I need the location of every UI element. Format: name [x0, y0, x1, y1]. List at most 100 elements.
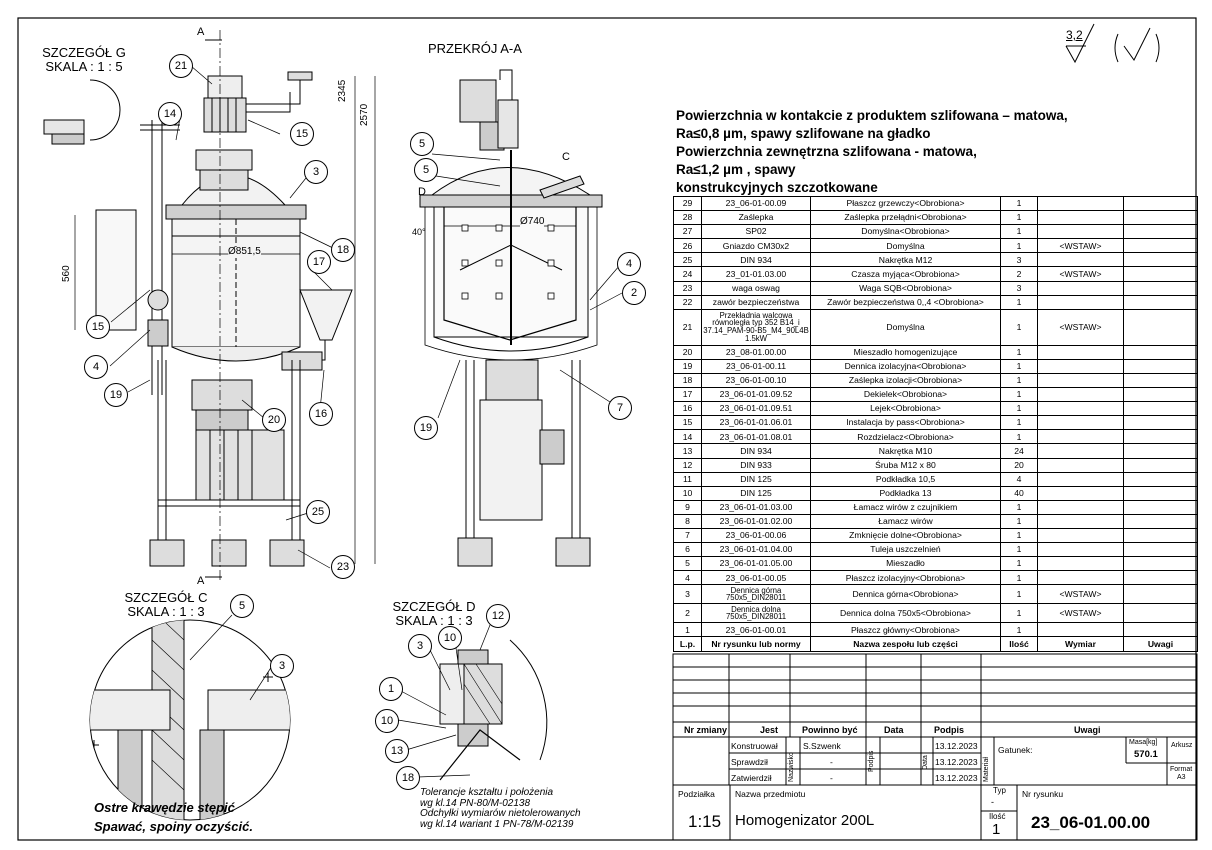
bom-cell — [1123, 252, 1198, 268]
bom-cell: 1 — [673, 622, 702, 638]
nr-rysunku-value: 23_06-01.00.00 — [1031, 813, 1151, 832]
bom-cell — [1123, 224, 1198, 240]
bom-cell: 23_08-01.00.00 — [701, 344, 811, 360]
bom-cell: 1 — [1000, 499, 1038, 515]
bom-cell: 28 — [673, 210, 702, 226]
bom-cell — [1037, 344, 1124, 360]
bom-cell: 1 — [1000, 527, 1038, 544]
bom-cell: Łamacz wirów z czujnikiem — [810, 499, 1001, 515]
balloon: 18 — [331, 238, 355, 262]
balloon: 18 — [396, 766, 420, 790]
date-value: 13.12.2023 — [935, 757, 978, 767]
bom-cell: 23_06-01-01.08.01 — [701, 429, 811, 445]
nr-rysunku-label: Nr rysunku — [1022, 789, 1064, 799]
bom-cell: 1 — [1000, 603, 1038, 624]
tolerance-line: wg kl.14 PN-80/M-02138 — [420, 797, 531, 809]
bom-cell: 1 — [1000, 556, 1038, 572]
bom-cell: Domyślna — [810, 238, 1001, 254]
ilosc-value: 1 — [992, 821, 1001, 838]
bom-header: L.p. — [673, 636, 702, 653]
format-value: A3 — [1177, 774, 1186, 781]
bom-cell: SP02 — [701, 224, 811, 240]
bom-cell — [1037, 280, 1124, 296]
bom-cell: Rozdzielacz<Obrobiona> — [810, 429, 1001, 445]
bom-cell — [1123, 513, 1198, 529]
bom-cell — [1123, 210, 1198, 226]
tolerance-line: Odchyłki wymiarów nietolerowanych — [420, 808, 581, 819]
bom-cell: Dennica dolna 750x5<Obrobiona> — [810, 603, 1001, 624]
bom-cell: 12 — [673, 457, 702, 473]
bom-cell — [1037, 294, 1124, 310]
bom-cell: 20 — [1000, 457, 1038, 473]
balloon: 10 — [375, 709, 399, 733]
tolerance-notes: Tolerancje kształtu i położenia wg kl.14… — [420, 787, 581, 830]
bom-cell: waga oswag — [701, 280, 811, 296]
note-line: Powierzchnia w kontakcie z produktem szl… — [676, 108, 1068, 123]
bom-cell — [1123, 344, 1198, 360]
balloon: 2 — [622, 281, 646, 305]
bom-cell: 1 — [1000, 415, 1038, 431]
name-value: - — [830, 773, 833, 783]
bom-cell: Dekielek<Obrobiona> — [810, 387, 1001, 403]
bom-cell — [1123, 308, 1198, 346]
nazwa-value: Homogenizator 200L — [735, 812, 875, 829]
bom-cell: 21 — [673, 308, 702, 346]
bom-cell: 23_06-01-00.01 — [701, 622, 811, 638]
typ-value: - — [991, 797, 994, 807]
bom-cell: 1 — [1000, 195, 1038, 212]
bom-cell — [1037, 401, 1124, 417]
bom-cell: 1 — [1000, 372, 1038, 389]
bom-cell: Śruba M12 x 80 — [810, 457, 1001, 473]
balloon: 1 — [379, 677, 403, 701]
dimension-dia-740: Ø740 — [520, 216, 545, 228]
bom-cell: Nakrętka M12 — [810, 252, 1001, 268]
podzialka-label: Podziałka — [678, 789, 715, 799]
bom-cell: 18 — [673, 372, 702, 389]
bom-cell: Podkładka 10,5 — [810, 471, 1001, 487]
bom-cell: 16 — [673, 401, 702, 417]
bom-cell — [1123, 195, 1198, 212]
bom-cell: Płaszcz grzewczy<Obrobiona> — [810, 195, 1001, 212]
bom-cell: 23_06-01-01.09.51 — [701, 401, 811, 417]
bom-cell: 23_01-01.03.00 — [701, 266, 811, 282]
bom-cell — [1123, 372, 1198, 389]
detail-g-scale: SKALA : 1 : 5 — [45, 58, 123, 74]
bom-cell: Nakrętka M10 — [810, 443, 1001, 459]
bom-cell: 23 — [673, 280, 702, 296]
bom-cell: 1 — [1000, 584, 1038, 605]
bom-cell: 20 — [673, 344, 702, 360]
balloon: 4 — [84, 355, 108, 379]
note-line: konstrukcyjnych szczotkowane — [676, 180, 878, 195]
rev-header: Nr zmiany — [684, 725, 728, 735]
balloon: 19 — [104, 383, 128, 407]
bom-cell — [1037, 210, 1124, 226]
bom-cell: Zawór bezpieczeństwa 0,,4 <Obrobiona> — [810, 294, 1001, 310]
section-aa-title: PRZEKRÓJ A-A — [428, 41, 522, 56]
leader-lines — [109, 65, 623, 778]
bom-cell: 25 — [673, 252, 702, 268]
bom-cell: 27 — [673, 224, 702, 240]
bom-header: Nr rysunku lub normy — [701, 636, 811, 653]
format-label: Format — [1170, 766, 1193, 773]
detail-marker-d: D — [418, 186, 426, 198]
detail-marker-c: C — [562, 151, 570, 163]
tolerance-line: wg kl.14 wariant 1 PN-78/M-02139 — [420, 818, 574, 830]
masa-label: Masa[kg] — [1129, 739, 1158, 746]
bom-cell — [1037, 527, 1124, 544]
data-label: Data — [922, 755, 929, 770]
rev-header: Powinno być — [802, 725, 858, 735]
balloon: 23 — [331, 555, 355, 579]
bom-cell: Płaszcz izolacyjny<Obrobiona> — [810, 570, 1001, 586]
bom-cell — [1037, 471, 1124, 487]
balloon: 7 — [608, 396, 632, 420]
bom-cell: 23_06-01-01.04.00 — [701, 542, 811, 558]
